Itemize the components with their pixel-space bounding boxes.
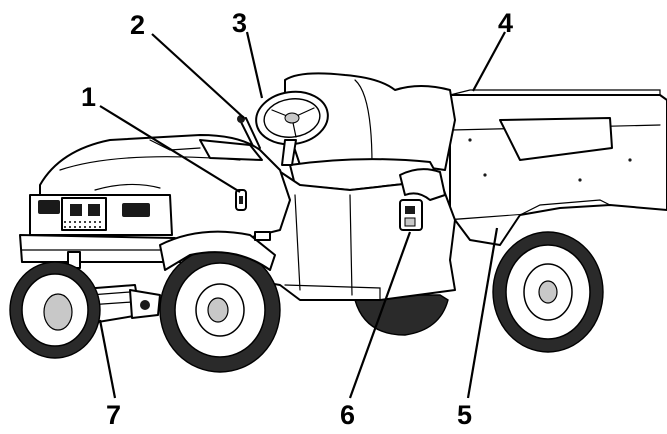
front-right-wheel: [159, 247, 281, 373]
control-lever: [237, 115, 261, 151]
seat: [284, 72, 456, 191]
callout-4: 4: [498, 8, 513, 38]
front-bumper: [19, 234, 181, 269]
dash-indicator: [235, 189, 247, 211]
callout-6: 6: [340, 400, 355, 430]
callout-labels: 1 2 3 4 5 6 7: [81, 8, 513, 430]
body-side-panel: [239, 164, 456, 301]
callout-7: 7: [106, 400, 121, 430]
leader-line-2: [151, 33, 245, 119]
callout-1: 1: [81, 82, 96, 112]
rear-wheel: [492, 231, 604, 353]
leader-line-7: [98, 319, 117, 399]
middle-wheel: [354, 294, 449, 336]
callout-2: 2: [130, 10, 145, 40]
leader-line-3: [245, 31, 264, 99]
front-left-wheel: [9, 261, 101, 359]
leader-lines: [98, 31, 506, 399]
steering-wheel: [255, 90, 329, 166]
callout-5: 5: [457, 400, 472, 430]
leader-line-5: [466, 227, 499, 399]
callout-3: 3: [232, 8, 247, 38]
front-grille: [29, 194, 173, 236]
cargo-bed: [449, 89, 667, 246]
leader-line-4: [472, 31, 506, 92]
leader-line-6: [348, 231, 412, 399]
front-fender: [159, 230, 276, 271]
leader-line-1: [99, 105, 241, 193]
